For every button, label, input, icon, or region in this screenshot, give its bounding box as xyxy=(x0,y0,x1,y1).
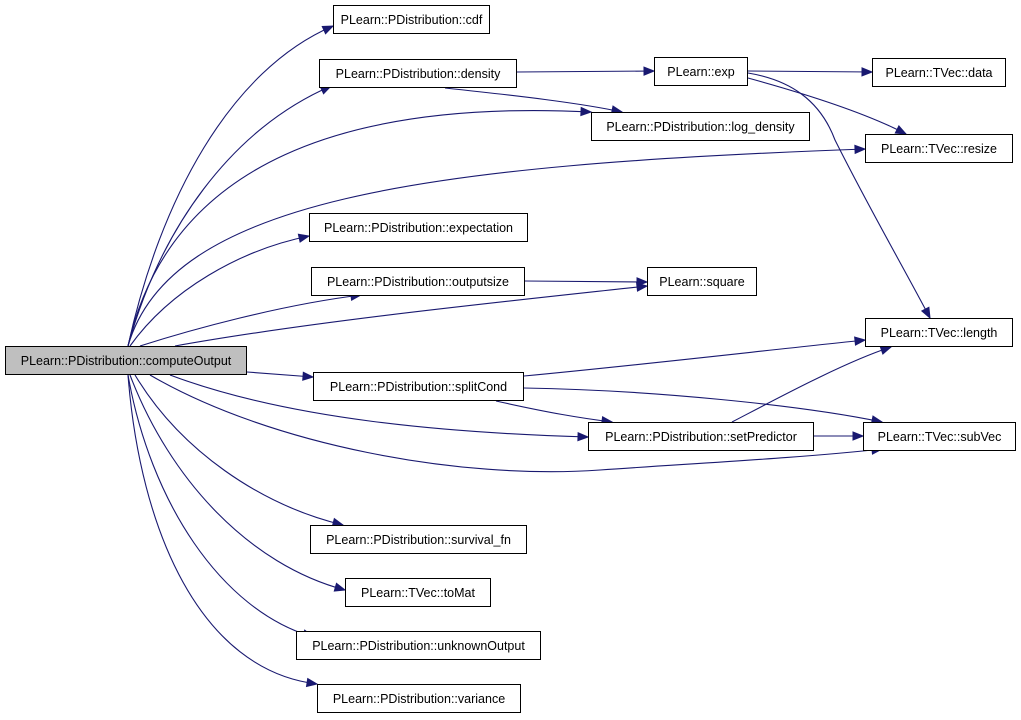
node-density[interactable]: PLearn::PDistribution::density xyxy=(319,59,517,88)
node-log-density[interactable]: PLearn::PDistribution::log_density xyxy=(591,112,810,141)
arrowhead-exp-to-tvec_data xyxy=(861,67,874,77)
arrowhead-computeOutput-to-variance xyxy=(305,677,319,688)
node-setPredictor[interactable]: PLearn::PDistribution::setPredictor xyxy=(588,422,814,451)
node-tvec-length[interactable]: PLearn::TVec::length xyxy=(865,318,1013,347)
node-tvec-subVec[interactable]: PLearn::TVec::subVec xyxy=(863,422,1016,451)
edge-computeOutput-to-expectation xyxy=(129,235,310,347)
node-tvec-data[interactable]: PLearn::TVec::data xyxy=(872,58,1006,87)
arrowhead-splitCond-to-tvec_length xyxy=(854,336,867,346)
edge-outputsize-to-square xyxy=(524,280,648,283)
edge-computeOutput-to-variance xyxy=(127,374,318,685)
arrowhead-computeOutput-to-splitCond xyxy=(302,371,315,381)
edge-setPredictor-to-tvec_length xyxy=(731,346,892,423)
node-computeOutput[interactable]: PLearn::PDistribution::computeOutput xyxy=(5,346,247,375)
arrowhead-computeOutput-to-log_density xyxy=(580,106,593,117)
edge-exp-to-tvec_length xyxy=(747,72,931,319)
node-square[interactable]: PLearn::square xyxy=(647,267,757,296)
arrowhead-setPredictor-to-tvec_length xyxy=(879,345,893,355)
node-outputsize[interactable]: PLearn::PDistribution::outputsize xyxy=(311,267,525,296)
node-cdf[interactable]: PLearn::PDistribution::cdf xyxy=(333,5,490,34)
node-expectation[interactable]: PLearn::PDistribution::expectation xyxy=(309,213,528,242)
arrowhead-computeOutput-to-expectation xyxy=(297,233,311,243)
edge-computeOutput-to-survival_fn xyxy=(134,374,344,526)
edge-computeOutput-to-outputsize xyxy=(139,294,362,347)
edge-computeOutput-to-square xyxy=(174,285,648,347)
node-survival-fn[interactable]: PLearn::PDistribution::survival_fn xyxy=(310,525,527,554)
edge-computeOutput-to-tvec_toMat xyxy=(129,374,346,591)
edge-computeOutput-to-setPredictor xyxy=(169,374,589,438)
arrowhead-computeOutput-to-cdf xyxy=(321,25,335,35)
arrowhead-exp-to-tvec_length xyxy=(920,306,931,320)
arrowhead-computeOutput-to-tvec_toMat xyxy=(333,582,347,592)
edge-density-to-exp xyxy=(516,70,655,73)
edge-computeOutput-to-density xyxy=(127,85,332,347)
edge-computeOutput-to-unknownOutput xyxy=(127,374,314,638)
edge-computeOutput-to-tvec_resize xyxy=(127,148,866,347)
node-splitCond[interactable]: PLearn::PDistribution::splitCond xyxy=(313,372,524,401)
edge-splitCond-to-tvec_subVec xyxy=(523,387,883,423)
node-exp[interactable]: PLearn::exp xyxy=(654,57,748,86)
edge-exp-to-tvec_resize xyxy=(747,77,907,135)
arrowhead-setPredictor-to-tvec_subVec xyxy=(852,431,865,441)
edge-computeOutput-to-tvec_subVec xyxy=(149,374,883,473)
edge-exp-to-tvec_data xyxy=(747,70,873,73)
node-tvec-toMat[interactable]: PLearn::TVec::toMat xyxy=(345,578,491,607)
node-variance[interactable]: PLearn::PDistribution::variance xyxy=(317,684,521,713)
edge-computeOutput-to-splitCond xyxy=(246,371,314,378)
node-tvec-resize[interactable]: PLearn::TVec::resize xyxy=(865,134,1013,163)
arrowhead-computeOutput-to-setPredictor xyxy=(577,431,590,442)
arrowhead-exp-to-tvec_resize xyxy=(894,125,908,135)
arrowhead-outputsize-to-square xyxy=(636,277,649,287)
arrowhead-density-to-exp xyxy=(643,66,656,76)
arrowhead-computeOutput-to-tvec_resize xyxy=(854,144,867,155)
node-unknownOutput[interactable]: PLearn::PDistribution::unknownOutput xyxy=(296,631,541,660)
edge-computeOutput-to-cdf xyxy=(127,25,334,347)
edge-splitCond-to-tvec_length xyxy=(523,339,866,377)
edge-computeOutput-to-log_density xyxy=(127,109,592,347)
edge-density-to-log_density xyxy=(444,87,623,113)
edge-splitCond-to-setPredictor xyxy=(495,400,613,423)
